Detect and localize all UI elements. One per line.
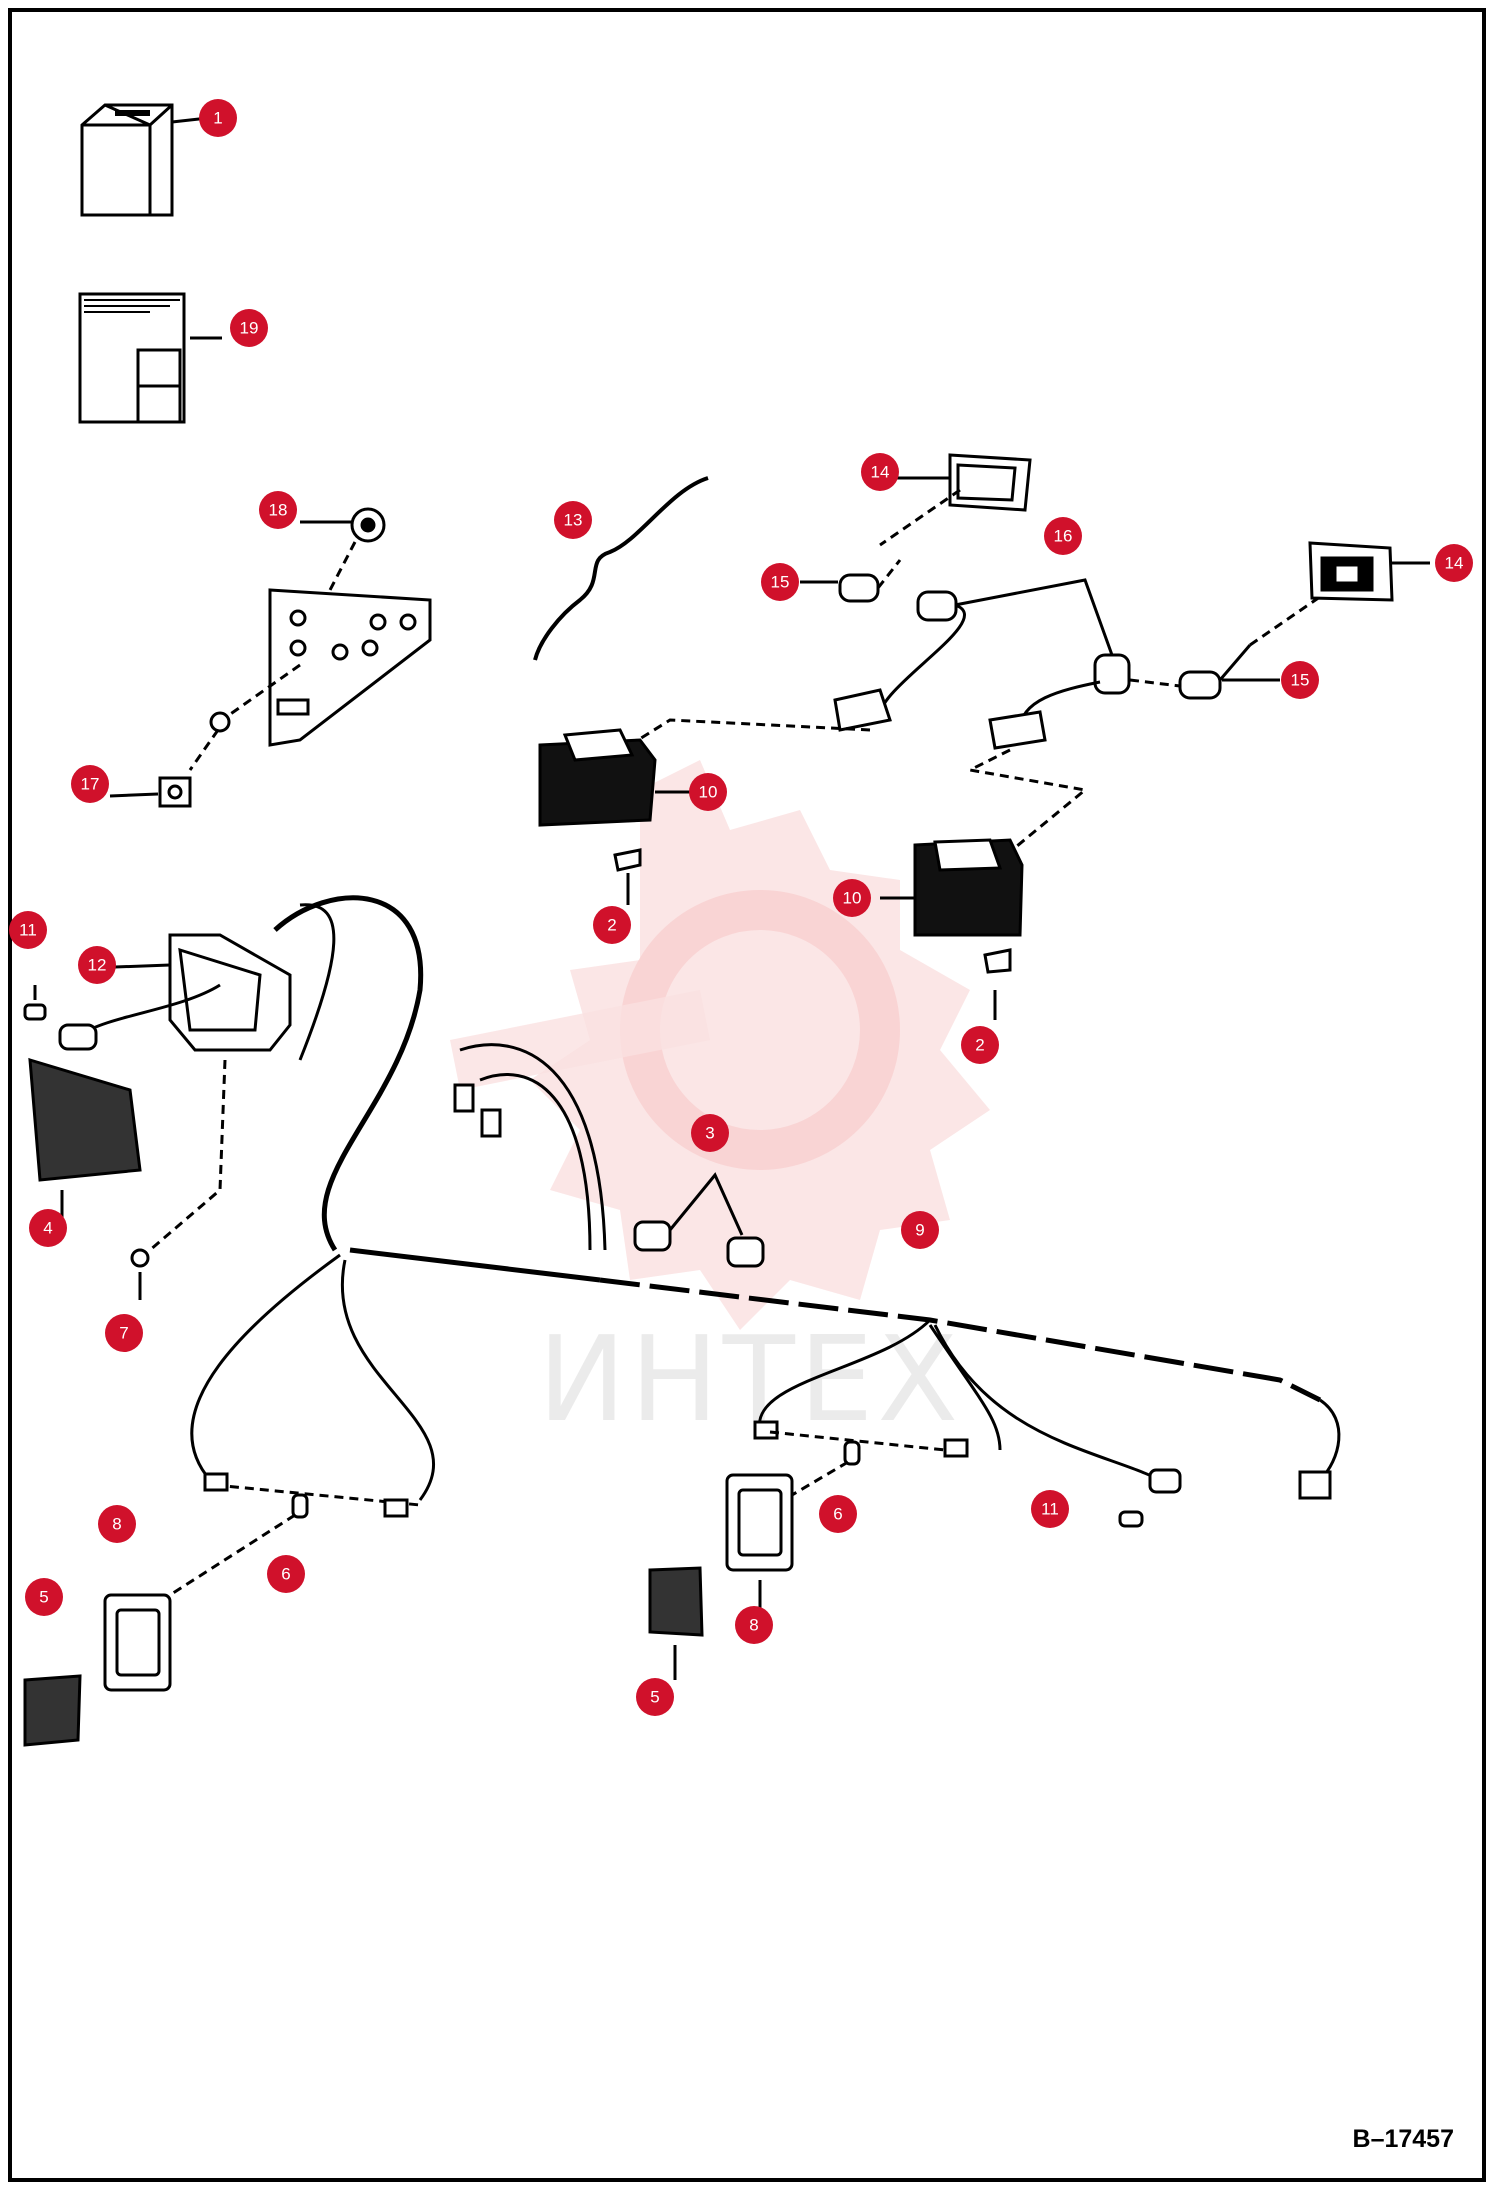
callout-badge bbox=[199, 99, 237, 137]
callout-label: 17 bbox=[81, 775, 100, 794]
callout-label: 2 bbox=[607, 916, 616, 935]
watermark-text: ИНТЕХ bbox=[538, 1310, 962, 1448]
callout-c14b: 14 bbox=[1435, 544, 1473, 582]
callout-badge bbox=[9, 911, 47, 949]
callout-badge bbox=[1044, 517, 1082, 555]
callout-badge bbox=[105, 1314, 143, 1352]
callout-c6a: 6 bbox=[267, 1555, 305, 1593]
callout-badge bbox=[819, 1495, 857, 1533]
callout-badge bbox=[901, 1211, 939, 1249]
callout-badge bbox=[29, 1209, 67, 1247]
callout-c2b: 2 bbox=[961, 1026, 999, 1064]
callout-label: 11 bbox=[1041, 1500, 1059, 1519]
callout-c5a: 5 bbox=[25, 1578, 63, 1616]
callout-label: 8 bbox=[749, 1616, 758, 1635]
callout-badge bbox=[98, 1505, 136, 1543]
callout-c4: 4 bbox=[29, 1209, 67, 1247]
callout-c15b: 15 bbox=[1281, 661, 1319, 699]
callout-label: 7 bbox=[119, 1324, 128, 1343]
callout-c10b: 10 bbox=[833, 879, 871, 917]
callout-badge bbox=[735, 1606, 773, 1644]
callout-label: 10 bbox=[843, 889, 862, 908]
callout-c6b: 6 bbox=[819, 1495, 857, 1533]
callout-c2a: 2 bbox=[593, 906, 631, 944]
callout-c16: 16 bbox=[1044, 517, 1082, 555]
callout-badge bbox=[259, 491, 297, 529]
callout-label: 3 bbox=[705, 1124, 714, 1143]
callout-badge bbox=[1435, 544, 1473, 582]
callout-c8b: 8 bbox=[735, 1606, 773, 1644]
line-art bbox=[23, 103, 1394, 1747]
callout-badge bbox=[861, 453, 899, 491]
callout-label: 14 bbox=[1445, 554, 1464, 573]
callout-label: 6 bbox=[833, 1505, 842, 1524]
callout-badge bbox=[691, 1114, 729, 1152]
callout-c14a: 14 bbox=[861, 453, 899, 491]
callout-badge bbox=[593, 906, 631, 944]
callouts: 1 19 18 13 14 16 15 14 15 17 10 2 10 2 11 12 4 7 3 9 8 5 6 6 8 5 1… bbox=[9, 99, 1473, 1716]
callout-badge bbox=[267, 1555, 305, 1593]
callout-c13: 13 bbox=[554, 501, 592, 539]
diagram-frame bbox=[8, 8, 1486, 2182]
reference-code: B–17457 bbox=[1352, 2125, 1454, 2153]
callout-label: 15 bbox=[1291, 671, 1310, 690]
callout-badge bbox=[230, 309, 268, 347]
callout-c1: 1 bbox=[199, 99, 237, 137]
callout-c3: 3 bbox=[691, 1114, 729, 1152]
callout-c18: 18 bbox=[259, 491, 297, 529]
callout-label: 2 bbox=[975, 1036, 984, 1055]
callout-badge bbox=[833, 879, 871, 917]
callout-label: 5 bbox=[39, 1588, 48, 1607]
callout-c7: 7 bbox=[105, 1314, 143, 1352]
callout-label: 13 bbox=[564, 511, 583, 530]
callout-c9: 9 bbox=[901, 1211, 939, 1249]
callout-label: 8 bbox=[112, 1515, 121, 1534]
callout-badge bbox=[1281, 661, 1319, 699]
callout-c12: 12 bbox=[78, 946, 116, 984]
callout-badge bbox=[689, 773, 727, 811]
callout-badge bbox=[961, 1026, 999, 1064]
callout-badge bbox=[554, 501, 592, 539]
leader-lines bbox=[109, 116, 1430, 969]
callout-c5b: 5 bbox=[636, 1678, 674, 1716]
callout-label: 11 bbox=[19, 921, 37, 940]
callout-badge bbox=[761, 563, 799, 601]
callout-badge bbox=[636, 1678, 674, 1716]
callout-badge bbox=[1031, 1490, 1069, 1528]
callout-label: 14 bbox=[871, 463, 890, 482]
callout-c11b: 11 bbox=[1031, 1490, 1069, 1528]
callout-label: 16 bbox=[1054, 527, 1073, 546]
callout-label: 18 bbox=[269, 501, 288, 520]
callout-label: 9 bbox=[915, 1221, 924, 1240]
callout-label: 15 bbox=[771, 573, 790, 592]
callout-label: 4 bbox=[43, 1219, 52, 1238]
callout-label: 10 bbox=[699, 783, 718, 802]
callout-c10a: 10 bbox=[689, 773, 727, 811]
callout-c8a: 8 bbox=[98, 1505, 136, 1543]
callout-label: 19 bbox=[240, 319, 259, 338]
callout-label: 12 bbox=[88, 956, 107, 975]
callout-label: 6 bbox=[281, 1565, 290, 1584]
callout-badge bbox=[78, 946, 116, 984]
callout-c17: 17 bbox=[71, 765, 109, 803]
callout-c11a: 11 bbox=[9, 911, 47, 949]
callout-c15a: 15 bbox=[761, 563, 799, 601]
callout-badge bbox=[71, 765, 109, 803]
callout-c19: 19 bbox=[230, 309, 268, 347]
callout-badge bbox=[25, 1578, 63, 1616]
callout-label: 5 bbox=[650, 1688, 659, 1707]
watermark: ИНТЕХ bbox=[450, 760, 990, 1448]
callout-label: 1 bbox=[213, 109, 222, 128]
